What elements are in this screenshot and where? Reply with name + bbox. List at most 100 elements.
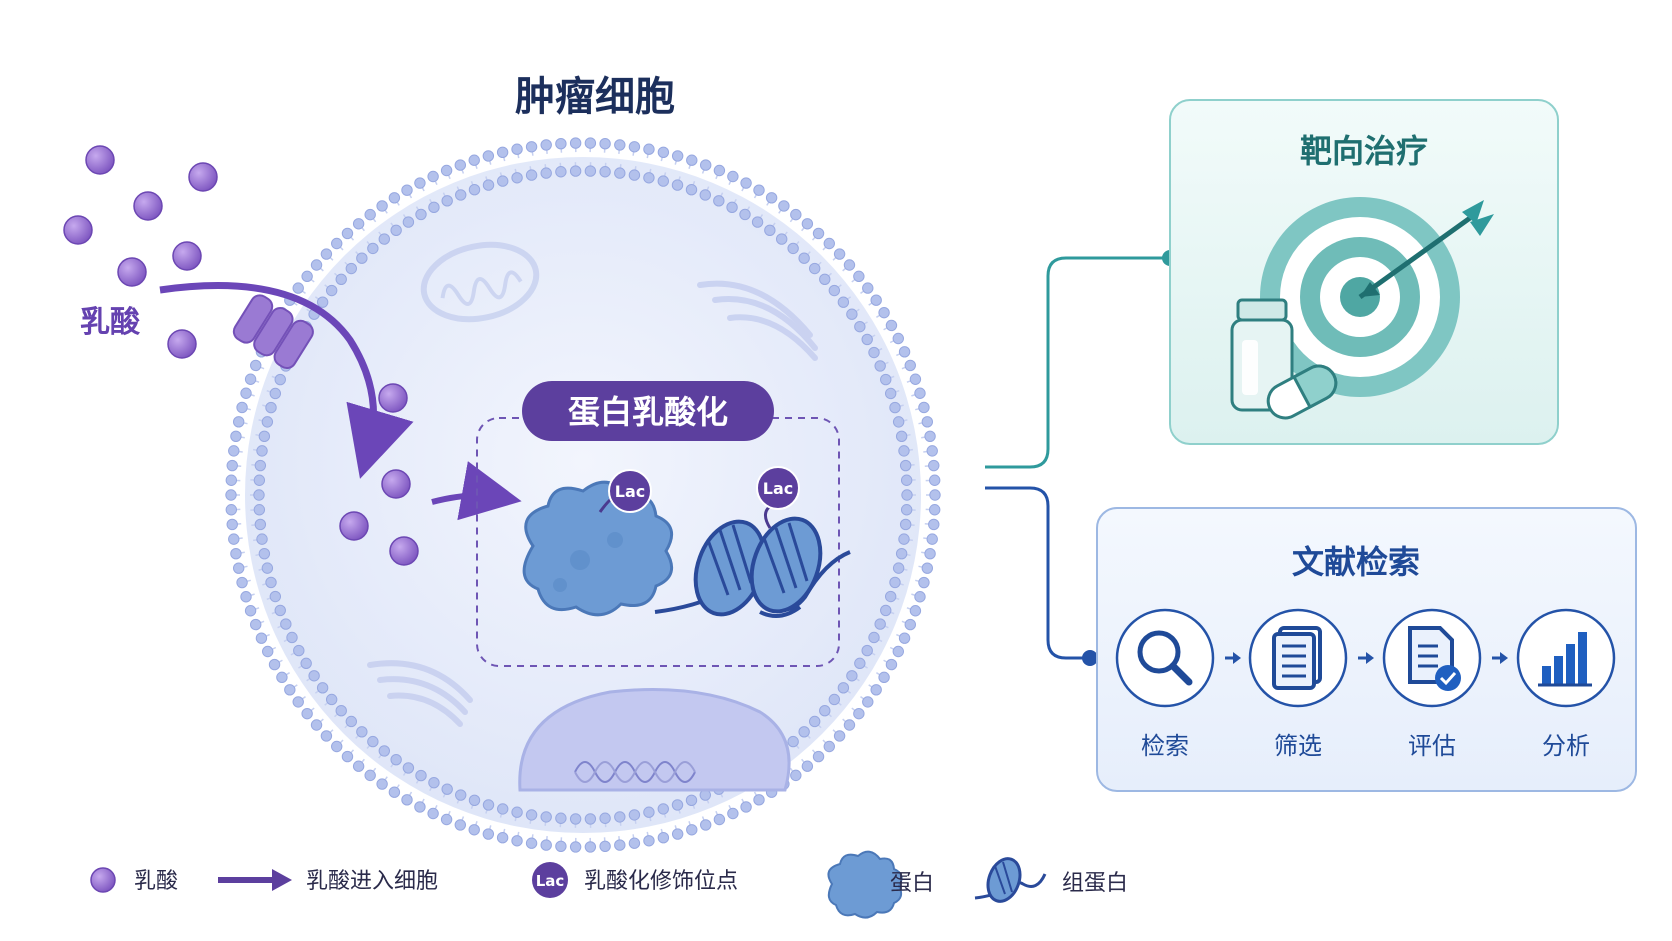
- lipid-head: [790, 769, 802, 782]
- lipid-head: [376, 778, 388, 790]
- lipid-head: [892, 645, 904, 658]
- lactate-molecule: [63, 215, 93, 245]
- literature-search-title: 文献检索: [1292, 543, 1420, 581]
- lipid-head: [713, 813, 726, 826]
- step-arrow-head: [1500, 652, 1508, 664]
- lipid-head: [240, 591, 252, 603]
- lipid-head: [230, 548, 242, 560]
- legend-label-lactate-entry: 乳酸进入细胞: [306, 869, 438, 894]
- lipid-head: [569, 841, 582, 853]
- lipid-head: [269, 590, 282, 603]
- lipid-head: [261, 562, 274, 574]
- lipid-head: [900, 474, 913, 486]
- lipid-head: [254, 518, 267, 531]
- lipid-head: [740, 801, 752, 813]
- lipid-head: [862, 282, 874, 294]
- lipid-head: [878, 306, 890, 319]
- lipid-head: [740, 177, 752, 189]
- arrow-icon: [1358, 200, 1494, 300]
- lipid-head: [356, 726, 368, 738]
- lipid-head: [823, 237, 835, 250]
- lactate-entry-arrow: [159, 282, 414, 479]
- lipid-head: [921, 562, 934, 574]
- lipid-head: [628, 809, 641, 821]
- lipid-head: [261, 416, 274, 428]
- lac-marker-histone-label: Lac: [763, 479, 793, 498]
- lipid-head: [427, 170, 439, 183]
- lipid-head: [232, 416, 245, 428]
- lipid-head: [753, 184, 765, 196]
- connector-search: [985, 486, 1090, 660]
- lipid-head: [671, 828, 684, 840]
- step-circle: [1115, 608, 1215, 708]
- lipid-head: [885, 658, 898, 671]
- lipid-head: [862, 696, 874, 708]
- lipid-head: [276, 671, 288, 684]
- lipid-head: [889, 576, 901, 589]
- lipid-head: [584, 165, 597, 177]
- lipid-head: [657, 831, 670, 844]
- lipid-head: [440, 813, 453, 826]
- lipid-head: [889, 401, 901, 414]
- lipid-head: [228, 533, 240, 545]
- legend-label-histone: 组蛋白: [1062, 871, 1128, 896]
- lipid-head: [909, 373, 922, 385]
- lipid-head: [367, 735, 379, 748]
- legend-label-protein: 蛋白: [890, 871, 934, 896]
- lactate-molecule: [117, 257, 147, 287]
- lipid-head: [364, 769, 376, 782]
- lipid-head: [316, 296, 329, 308]
- lipid-head: [801, 760, 814, 772]
- lipid-head: [367, 242, 379, 255]
- lipid-head: [454, 159, 467, 171]
- lactylation-title-pill: [522, 381, 774, 441]
- legend: 乳酸 乳酸进入细胞 Lac 乳酸化修饰位点 蛋白 组蛋白: [90, 850, 1128, 919]
- lipid-head: [225, 489, 237, 501]
- lipid-head: [686, 824, 698, 836]
- legend-label-lactate: 乳酸: [134, 869, 178, 894]
- lipid-head: [787, 242, 799, 255]
- document-list-icon: [1272, 626, 1322, 690]
- step-document-list: 筛选: [1248, 608, 1374, 760]
- step-label: 检索: [1141, 732, 1189, 760]
- lipid-head: [525, 169, 538, 181]
- lactate-molecule: [339, 511, 369, 541]
- lactate-molecule: [378, 383, 408, 413]
- lipid-head: [854, 320, 866, 333]
- protein-icon: [522, 480, 674, 617]
- lipid-head: [253, 489, 265, 501]
- lipid-head: [846, 308, 858, 320]
- lipid-head: [497, 803, 509, 815]
- lipid-head: [808, 715, 821, 728]
- lipid-head: [643, 835, 655, 847]
- lipid-head: [455, 189, 467, 201]
- lipid-head: [455, 789, 467, 801]
- lipid-head: [880, 604, 892, 617]
- lipid-head: [685, 184, 698, 196]
- lipid-head: [255, 632, 268, 644]
- lipid-head: [928, 518, 940, 531]
- lipid-head: [316, 682, 329, 694]
- lipid-head: [228, 445, 240, 457]
- lipid-head: [341, 750, 354, 763]
- lac-marker-protein: [608, 469, 652, 513]
- lipid-head: [928, 504, 941, 516]
- lipid-head: [599, 166, 611, 178]
- lipid-head: [928, 459, 940, 472]
- lipid-head: [657, 146, 670, 159]
- lipid-head: [468, 824, 480, 836]
- lipid-head: [699, 159, 712, 171]
- lipid-head: [898, 533, 910, 545]
- lipid-head: [225, 474, 238, 486]
- lipid-head: [764, 224, 776, 237]
- lipid-head: [320, 730, 333, 742]
- lipid-head: [599, 137, 611, 150]
- lipid-head: [671, 150, 684, 162]
- lipid-head: [378, 745, 391, 757]
- lipid-head: [555, 840, 567, 853]
- histone-icon: [654, 516, 851, 618]
- legend-arrow-icon: [218, 869, 292, 891]
- lipid-head: [643, 143, 655, 155]
- lipid-head: [388, 192, 401, 204]
- lipid-head: [775, 233, 788, 245]
